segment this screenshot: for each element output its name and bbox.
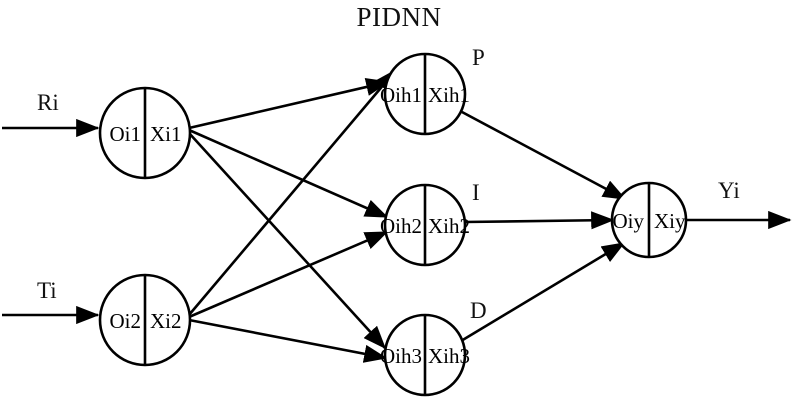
- output-signal-yi-label: Yi: [718, 178, 740, 203]
- node-in1[interactable]: [98, 86, 192, 180]
- edge-in2-h2: [188, 230, 389, 319]
- term-label-p: P: [472, 45, 485, 70]
- edge-in2-h1: [188, 68, 398, 316]
- edge-h3-out: [460, 241, 626, 343]
- term-label-d: D: [470, 298, 487, 323]
- edge-in1-h1: [188, 78, 390, 130]
- edge-in1-h2: [188, 128, 389, 219]
- edge-h2-out: [463, 211, 615, 230]
- node-hidden-d[interactable]: [383, 313, 467, 397]
- edge-in1-h3: [188, 132, 387, 350]
- term-label-i: I: [472, 180, 480, 205]
- node-hidden-p[interactable]: [383, 52, 467, 136]
- node-hidden-i[interactable]: [383, 183, 467, 267]
- diagram-title: PIDNN: [356, 2, 442, 32]
- node-output[interactable]: [610, 181, 688, 259]
- edge-in2-h3: [188, 318, 388, 363]
- node-in2[interactable]: [98, 273, 192, 367]
- input-signal-ri-label: Ri: [37, 90, 59, 115]
- input-signal-ti-label: Ti: [37, 278, 57, 303]
- edge-h1-out: [461, 110, 627, 201]
